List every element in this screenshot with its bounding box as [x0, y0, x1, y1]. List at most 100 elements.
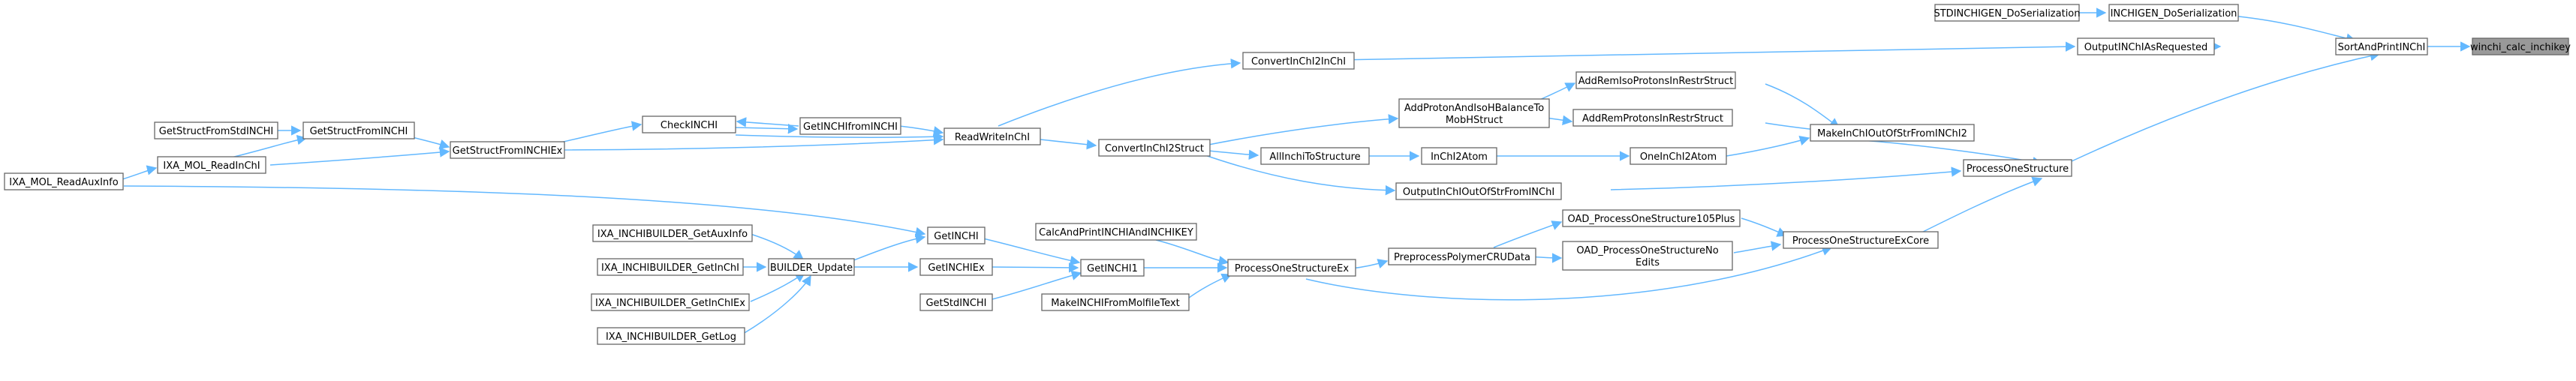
node-ixa-mol-readauxinfo[interactable]: IXA_MOL_ReadAuxInfo — [4, 172, 124, 190]
node-oneinchi2atom[interactable]: OneInChI2Atom — [1630, 147, 1727, 165]
node-readwriteinchi[interactable]: ReadWriteInChI — [943, 128, 1041, 146]
edge — [1200, 114, 1399, 147]
node-makeinchioutofstrfrominchi2[interactable]: MakeInChIOutOfStrFromINChI2 — [1810, 124, 1975, 142]
edge — [1208, 149, 1259, 160]
node-oad-processonestructurenoedits[interactable]: OAD_ProcessOneStructureNo Edits — [1562, 241, 1733, 271]
node-getstructfromstdinchi[interactable]: GetStructFromStdINCHI — [154, 122, 278, 140]
edge — [1726, 136, 1810, 157]
edge — [1155, 239, 1229, 266]
node-label: IXA_INCHIBUILDER_GetAuxInfo — [597, 229, 748, 240]
edge — [408, 136, 450, 149]
edge — [1906, 176, 2043, 241]
node-ixa-mol-readinchi[interactable]: IXA_MOL_ReadInChI — [157, 156, 266, 174]
edge — [1765, 83, 1840, 128]
node-label: CheckINCHI — [661, 120, 718, 131]
node-label: GetStructFromINCHIEx — [453, 146, 563, 157]
node-processonestructureexcore[interactable]: ProcessOneStructureExCore — [1783, 231, 1939, 249]
node-getinchiex[interactable]: GetINCHIEx — [919, 258, 993, 276]
node-label: GetINCHIEx — [928, 262, 985, 274]
node-sortandprintinchi[interactable]: SortAndPrintINChI — [2335, 38, 2428, 56]
node-getstdinchi[interactable]: GetStdINCHI — [919, 293, 993, 311]
node-label: CalcAndPrintINCHIAndINCHIKEY — [1039, 227, 1193, 238]
node-getstructfrominchiex[interactable]: GetStructFromINCHIEx — [450, 141, 565, 159]
edge — [119, 165, 158, 181]
node-outputinchiasrequested[interactable]: OutputINChIAsRequested — [2077, 38, 2215, 56]
edge — [983, 238, 1081, 266]
edge — [1350, 259, 1389, 269]
node-label: MakeINCHIFromMolfileText — [1051, 298, 1180, 309]
node-label: OneInChI2Atom — [1640, 152, 1717, 163]
node-label: ProcessOneStructure — [1967, 164, 2069, 175]
node-ixa-inchibuilder-getinchiex[interactable]: IXA_INCHIBUILDER_GetInChIEx — [591, 293, 750, 311]
edge — [2071, 50, 2381, 162]
node-builder-update[interactable]: BUILDER_Update — [768, 258, 855, 276]
edge — [990, 262, 1079, 273]
edge — [847, 233, 926, 263]
node-label: IXA_INCHIBUILDER_GetInChI — [601, 262, 739, 274]
node-getinchi[interactable]: GetINCHI — [927, 226, 986, 244]
node-convertinchi2inchi[interactable]: ConvertInChI2InChI — [1242, 52, 1355, 70]
node-preprocesspolymercrudata[interactable]: PreprocessPolymerCRUData — [1388, 248, 1536, 266]
node-outputinchioutofstrfrominchi[interactable]: OutputInChIOutOfStrFromINChI — [1395, 182, 1562, 200]
node-label: InChI2Atom — [1431, 152, 1488, 163]
edge — [1741, 218, 1788, 237]
edge — [983, 270, 1082, 302]
node-label: ProcessOneStructureExCore — [1792, 236, 1929, 247]
node-inchi2atom[interactable]: InChI2Atom — [1421, 147, 1497, 165]
nodes: winchi_calc_inchikey SortAndPrintINChI I… — [4, 4, 2571, 345]
edge — [1305, 245, 1833, 301]
node-label: GetINCHIfromINCHI — [803, 122, 898, 133]
edge — [898, 125, 944, 136]
node-getstructfrominchi[interactable]: GetStructFromINCHI — [302, 122, 415, 140]
node-allinchitostructure[interactable]: AllInchiToStructure — [1260, 147, 1370, 165]
node-convertinchi2struct[interactable]: ConvertInChI2Struct — [1098, 139, 1211, 157]
node-addremisoprotonsinrestrstruct[interactable]: AddRemIsoProtonsInRestrStruct — [1575, 71, 1736, 89]
node-label: AddProtonAndIsoHBalanceTo — [1404, 103, 1544, 114]
node-ixa-inchibuilder-getauxinfo[interactable]: IXA_INCHIBUILDER_GetAuxInfo — [592, 224, 753, 242]
edge — [1040, 139, 1097, 150]
node-getinchi1[interactable]: GetINCHI1 — [1080, 259, 1145, 277]
node-label: GetStructFromINCHI — [310, 126, 408, 137]
node-label: ConvertInChI2InChI — [1251, 56, 1346, 68]
edge — [1185, 273, 1232, 301]
node-inchigen-doserialization[interactable]: INCHIGEN_DoSerialization — [2108, 4, 2239, 22]
node-checkinchi[interactable]: CheckINCHI — [642, 116, 736, 134]
node-label: STDINCHIGEN_DoSerialization — [1934, 8, 2080, 20]
node-label: BUILDER_Update — [770, 262, 853, 274]
node-label: AddRemIsoProtonsInRestrStruct — [1578, 76, 1733, 87]
node-label: OutputInChIOutOfStrFromINChI — [1403, 187, 1554, 198]
node-label: OAD_ProcessOneStructureNo — [1576, 245, 1718, 256]
node-addremprotonsinrestrstruct[interactable]: AddRemProtonsInRestrStruct — [1572, 109, 1733, 127]
node-getinchifrominchi[interactable]: GetINCHIfromINCHI — [799, 117, 901, 135]
node-label: OutputINChIAsRequested — [2084, 42, 2208, 53]
edge — [123, 185, 926, 238]
edge — [750, 233, 805, 260]
edge — [750, 272, 806, 302]
edge — [1200, 153, 1396, 196]
node-label: winchi_calc_inchikey — [2470, 42, 2571, 53]
node-calcandprintinchiandinchikey[interactable]: CalcAndPrintINCHIAndINCHIKEY — [1035, 223, 1197, 241]
node-label: OAD_ProcessOneStructure105Plus — [1568, 214, 1735, 225]
node-label: GetINCHI — [934, 231, 978, 242]
node-stdinchigen-doserialization[interactable]: STDINCHIGEN_DoSerialization — [1934, 4, 2081, 22]
node-addprotonandisohbalancetomobhstruct[interactable]: AddProtonAndIsoHBalanceTo MobHStruct — [1398, 98, 1550, 128]
edge — [543, 134, 944, 151]
node-ixa-inchibuilder-getinchi[interactable]: IXA_INCHIBUILDER_GetInChI — [597, 258, 744, 276]
edge — [269, 147, 450, 166]
node-label: INCHIGEN_DoSerialization — [2111, 8, 2237, 20]
edge — [1335, 41, 2076, 61]
edge — [224, 134, 308, 160]
edge — [733, 123, 799, 134]
node-label: Edits — [1636, 257, 1660, 268]
node-label: IXA_INCHIBUILDER_GetInChIEx — [595, 298, 745, 309]
node-processonestructure[interactable]: ProcessOneStructure — [1963, 159, 2072, 177]
edge — [736, 117, 799, 128]
edge — [1733, 241, 1782, 254]
node-label: IXA_INCHIBUILDER_GetLog — [606, 332, 736, 343]
node-winchi-calc-inchikey[interactable]: winchi_calc_inchikey — [2470, 38, 2571, 56]
node-makeinchifrommolfiletext[interactable]: MakeINCHIFromMolfileText — [1041, 293, 1190, 311]
edge — [742, 274, 811, 334]
node-oad-processonestructure105plus[interactable]: OAD_ProcessOneStructure105Plus — [1562, 209, 1741, 227]
node-ixa-inchibuilder-getlog[interactable]: IXA_INCHIBUILDER_GetLog — [597, 327, 745, 345]
node-processonestructureex[interactable]: ProcessOneStructureEx — [1227, 259, 1356, 277]
